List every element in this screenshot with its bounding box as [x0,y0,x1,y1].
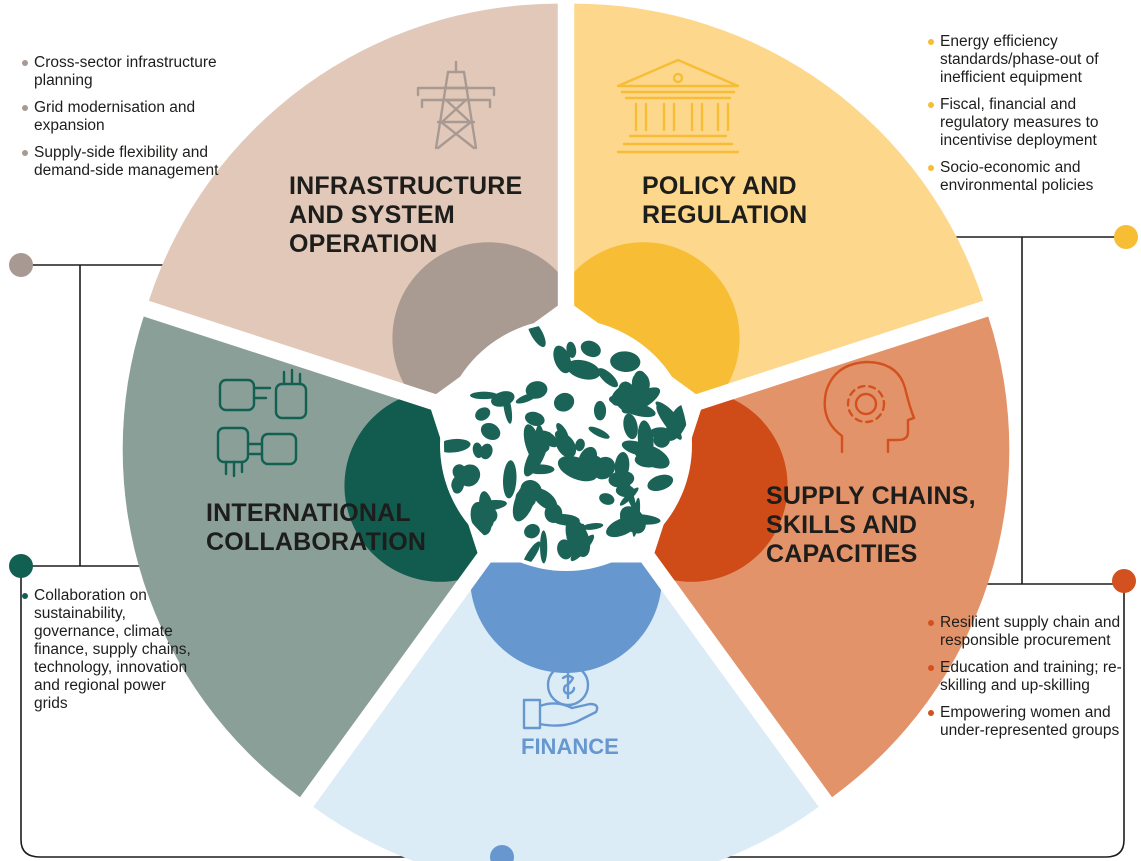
finance-title: FINANCE [521,734,619,759]
center-illustration [444,323,688,567]
pattern-leaf [614,452,630,480]
pattern-leaf [554,430,566,443]
segment-icons [216,58,916,730]
pattern-leaf [524,411,545,426]
pattern-leaf [580,340,601,358]
supply-inner-band [654,389,788,582]
pattern-leaf [452,464,467,480]
pattern-leaf [610,351,641,372]
list-item: Grid modernisation and expansion [22,99,222,135]
supply-segment [654,316,1010,798]
pattern-leaf [525,464,555,475]
infrastructure-bullets: Cross-sector infrastructure planning Gri… [22,54,222,189]
pattern-leaf [566,359,601,380]
list-item: Empowering women and under-represented g… [928,704,1133,740]
pattern-leaf [619,506,646,534]
pattern-leaf [634,452,661,468]
supply-node [1112,569,1136,593]
pattern-leaf [524,523,540,539]
pattern-leaf [503,391,513,424]
pattern-leaf [512,480,537,522]
infrastructure-title: INFRASTRUCTURE AND SYSTEM OPERATION [289,172,530,258]
finance-segment [313,562,819,861]
pattern-leaf [648,427,669,438]
policy-bullets: Energy efficiency standards/phase-out of… [928,33,1133,204]
pattern-leaf [570,534,595,562]
pattern-leaf [480,422,501,440]
pattern-leaf [593,400,607,421]
pattern-leaf [540,530,548,564]
pattern-leaf [503,460,517,499]
pattern-leaf [444,438,471,453]
policy-node [1114,225,1138,249]
pattern-leaf [566,341,577,358]
international-title: INTERNATIONAL COLLABORATION [206,499,426,556]
pattern-leaf [656,405,682,440]
international-bullets: Collaboration on sustainability, governa… [22,587,202,722]
list-item: Supply-side flexibility and demand-side … [22,144,222,180]
pattern-leaf [609,395,629,406]
connector-nodes [9,225,1138,861]
pattern-leaf [532,488,558,510]
infrastructure-node [9,253,33,277]
list-item: Resilient supply chain and responsible p… [928,614,1133,650]
pattern-leaf [595,460,609,478]
pattern-leaf [535,424,545,452]
pattern-leaf [622,475,636,511]
pattern-leaf [575,438,585,452]
pattern-leaf [631,372,650,396]
international-node [9,554,33,578]
international-segment [122,316,478,798]
pattern-leaf [588,426,610,439]
policy-title: POLICY AND REGULATION [642,172,807,229]
pattern-leaf [617,400,656,418]
pattern-leaf [553,392,575,412]
supply-bullets: Resilient supply chain and responsible p… [928,614,1133,749]
government-building-icon [616,58,740,154]
segment-titles: INFRASTRUCTURE AND SYSTEM OPERATION POLI… [206,172,983,759]
finance-node [490,845,514,861]
list-item: Education and training; re-skilling and … [928,659,1133,695]
pattern-leaf [557,535,587,555]
pattern-leaf [597,368,618,388]
pattern-leaf [655,401,676,419]
international-inner-band [344,389,478,582]
pattern-leaf [478,506,498,524]
supply-chains-title: SUPPLY CHAINS, SKILLS AND CAPACITIES [766,482,983,568]
pattern-leaf [647,474,674,492]
joined-hands-icon [216,368,308,478]
pattern-leaf [470,391,498,400]
pattern-leaf [480,443,493,460]
power-pylon-icon [416,60,496,150]
pattern-leaf [623,413,638,440]
finance-outer-band [313,562,819,861]
hand-money-plant-icon [522,631,599,730]
pattern-leaf [599,493,615,505]
pattern-leaf [581,523,604,530]
list-item: Cross-sector infrastructure planning [22,54,222,90]
list-item: Fiscal, financial and regulatory measure… [928,96,1133,150]
list-item: Energy efficiency standards/phase-out of… [928,33,1133,87]
head-gear-icon [823,360,916,454]
pattern-leaf [475,407,491,421]
list-item: Socio-economic and environmental policie… [928,159,1133,195]
finance-inner-band [470,562,662,673]
list-item: Collaboration on sustainability, governa… [22,587,202,713]
pattern-leaf [515,392,538,404]
